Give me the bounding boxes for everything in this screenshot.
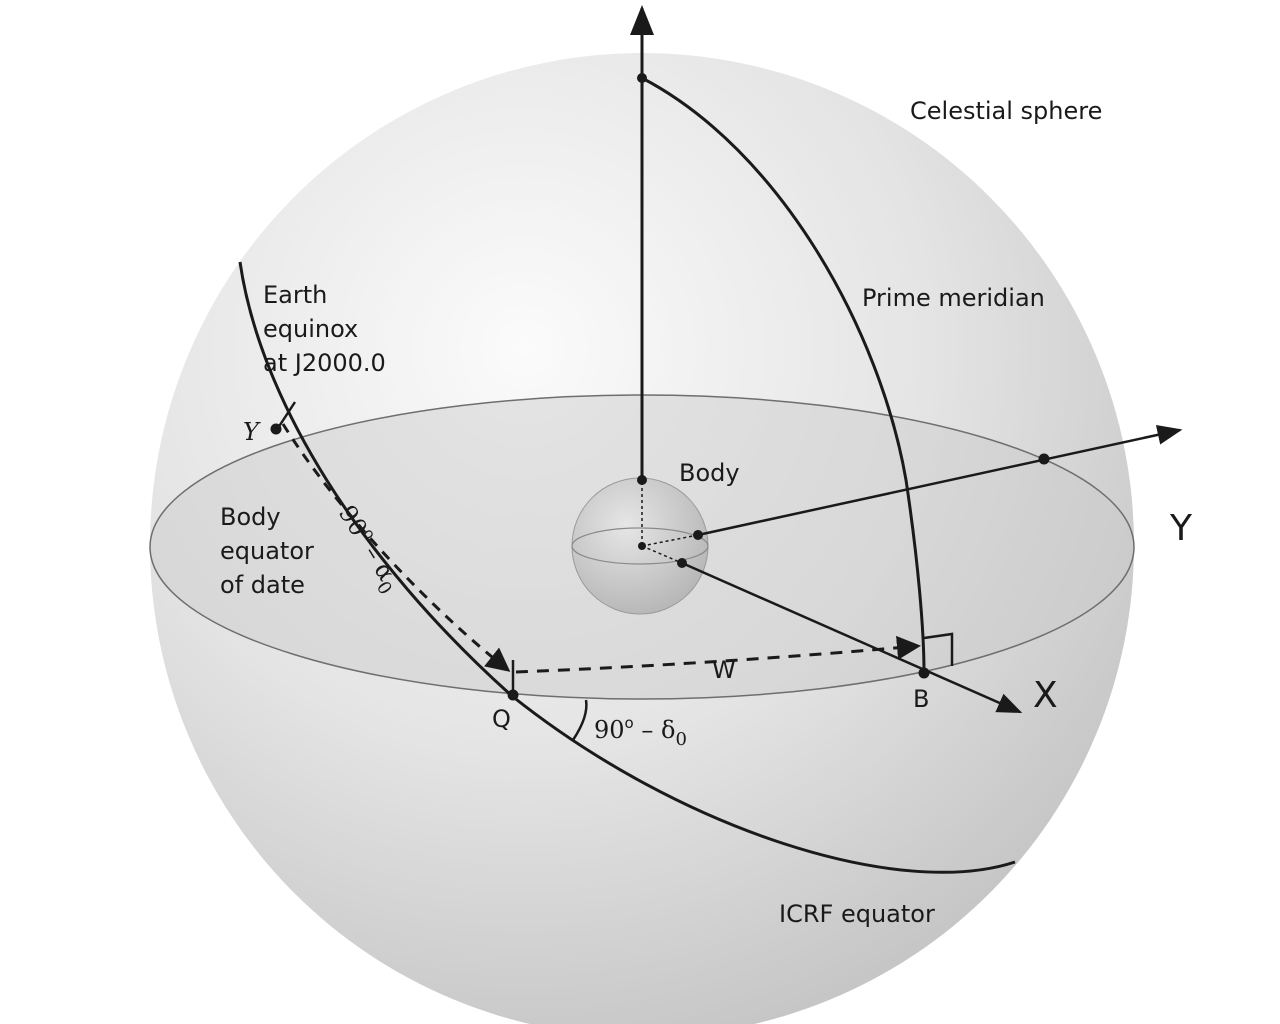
x-axis-label: X	[1033, 675, 1058, 716]
w-dashed-arc	[515, 635, 921, 674]
b-label: B	[913, 685, 929, 713]
body-equator-label-line2: equator	[220, 537, 314, 565]
y-axis	[697, 425, 1183, 537]
prime-meridian-label: Prime meridian	[862, 284, 1045, 312]
body-pole-point	[637, 475, 647, 485]
celestial-sphere-label: Celestial sphere	[910, 97, 1102, 125]
body-label: Body	[679, 459, 740, 487]
w-label: W	[712, 656, 736, 684]
body-x-point	[677, 558, 687, 568]
earth-equinox-label-line3: at J2000.0	[263, 349, 386, 377]
body-y-point	[693, 530, 703, 540]
body-center-point	[638, 542, 646, 550]
body-equator-label-line3: of date	[220, 571, 305, 599]
earth-equinox-label-line1: Earth	[263, 281, 327, 309]
q-point	[507, 689, 519, 701]
body-equator-label-line1: Body	[220, 503, 281, 531]
right-angle-marker	[923, 632, 954, 666]
y-axis-sphere-point	[1038, 453, 1050, 465]
aries-symbol: Υ	[243, 418, 261, 446]
y-axis-label: Y	[1169, 508, 1193, 549]
earth-equinox-label-line2: equinox	[263, 315, 358, 343]
prime-meridian-arc	[641, 76, 926, 673]
equinox-tick	[276, 401, 297, 429]
icrf-equator-label: ICRF equator	[779, 900, 935, 928]
b-point	[918, 667, 930, 679]
delta-angle-arc	[571, 699, 588, 741]
q-label: Q	[492, 705, 511, 733]
delta-arc-label: 90o – δ0	[594, 714, 687, 750]
body-internal-x	[641, 545, 683, 564]
alpha-dashed-arc	[281, 423, 511, 672]
equinox-point	[270, 423, 282, 435]
x-axis	[681, 561, 1023, 714]
body-sphere-equator	[571, 527, 709, 565]
